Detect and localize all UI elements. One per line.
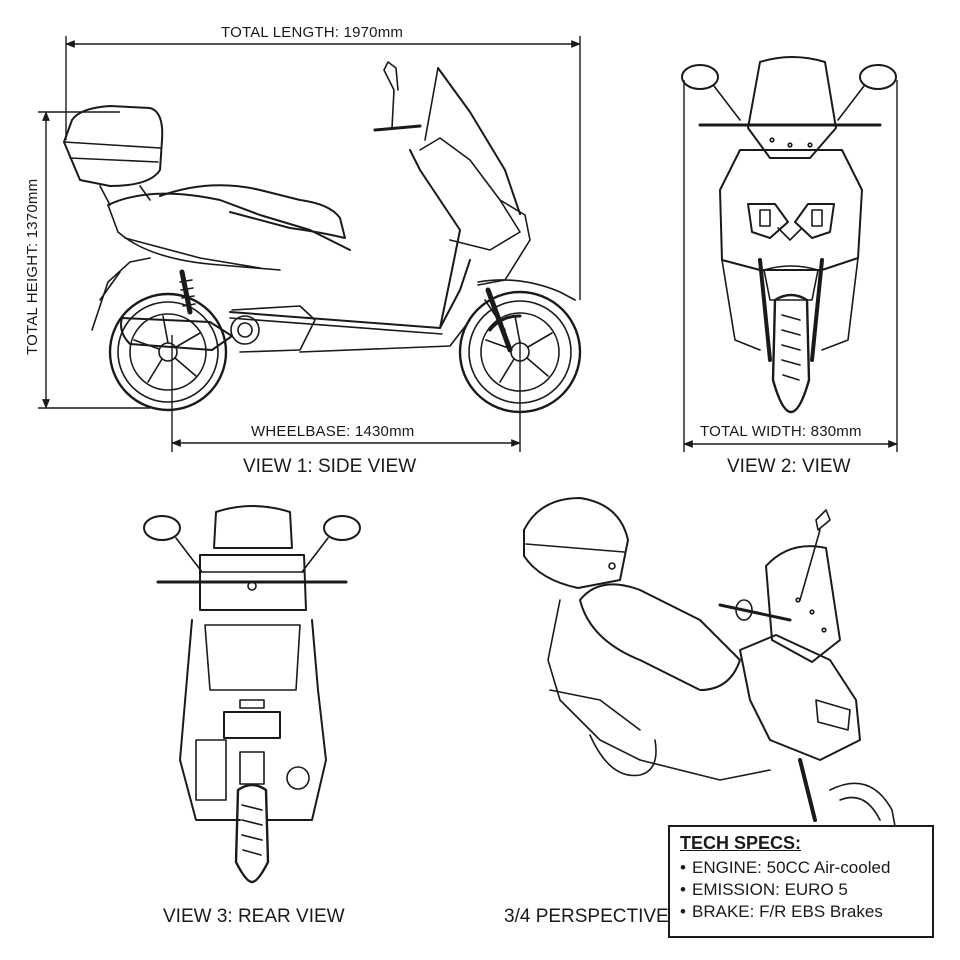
front-view-drawing <box>681 56 897 414</box>
bullet-icon: • <box>680 858 686 877</box>
bullet-icon: • <box>680 880 686 899</box>
spec-emission-text: EMISSION: EURO 5 <box>692 880 848 899</box>
front-view-mirrors <box>681 64 897 127</box>
dimension-lines <box>38 36 898 452</box>
wheelbase-label: WHEELBASE: 1430mm <box>248 423 418 440</box>
front-view-title: VIEW 2: VIEW <box>727 456 851 477</box>
perspective-drawing <box>523 497 896 827</box>
tech-specs-box: TECH SPECS: • ENGINE: 50CC Air-cooled • EM… <box>668 825 934 938</box>
spec-item-brake: • BRAKE: F/R EBS Brakes <box>680 901 922 923</box>
total-width-label: TOTAL WIDTH: 830mm <box>697 423 865 440</box>
total-length-label: TOTAL LENGTH: 1970mm <box>218 24 407 41</box>
spec-item-engine: • ENGINE: 50CC Air-cooled <box>680 857 922 879</box>
headlights <box>747 203 835 241</box>
tech-specs-list: • ENGINE: 50CC Air-cooled • EMISSION: EURO… <box>680 857 922 923</box>
side-view-title: VIEW 1: SIDE VIEW <box>243 456 417 477</box>
total-height-label: TOTAL HEIGHT: 1370mm <box>24 175 41 358</box>
tech-specs-title: TECH SPECS: <box>680 833 802 853</box>
rear-wheel <box>108 292 228 412</box>
top-case <box>63 105 164 206</box>
bullet-icon: • <box>680 902 686 921</box>
perspective-view-title: 3/4 PERSPECTIVE <box>504 906 669 927</box>
rear-view-drawing <box>143 505 361 884</box>
side-view-drawing <box>63 61 582 414</box>
spec-brake-text: BRAKE: F/R EBS Brakes <box>692 902 883 921</box>
spec-engine-text: ENGINE: 50CC Air-cooled <box>692 858 891 877</box>
rear-view-title: VIEW 3: REAR VIEW <box>163 906 345 927</box>
spec-item-emission: • EMISSION: EURO 5 <box>680 879 922 901</box>
